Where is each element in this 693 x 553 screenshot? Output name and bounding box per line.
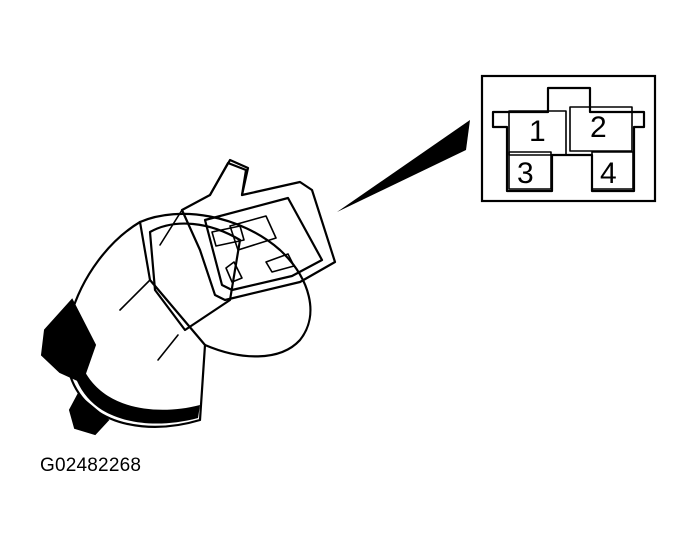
barrel-shadow xyxy=(69,330,200,424)
connector-cavity xyxy=(203,196,324,292)
connector-housing xyxy=(180,158,337,302)
barrel-ring xyxy=(138,212,312,358)
terminal-blade-1 xyxy=(211,225,245,247)
pin-cell-4 xyxy=(591,151,634,190)
figure-id-label: G02482268 xyxy=(40,455,142,476)
connector-face xyxy=(491,86,646,193)
pin-label-4: 4 xyxy=(600,157,617,190)
barrel-rib xyxy=(157,334,179,361)
pin-label-2: 2 xyxy=(590,111,607,144)
inset-frame xyxy=(480,74,657,203)
housing-key xyxy=(208,161,248,197)
switch-body xyxy=(40,158,337,436)
barrel-outline xyxy=(64,220,207,428)
pointer-wedge xyxy=(337,120,470,212)
collar xyxy=(148,222,242,332)
housing-edge xyxy=(159,209,183,246)
pin-label-3: 3 xyxy=(517,157,534,190)
pin-cell-1 xyxy=(508,110,567,156)
pin-label-1: 1 xyxy=(529,115,546,148)
rear-flange xyxy=(40,298,97,384)
cavity-divider xyxy=(229,215,277,251)
pin-cell-2 xyxy=(569,106,633,152)
connector-inset: 1 2 3 4 xyxy=(480,74,657,203)
collar-seam xyxy=(119,279,151,311)
terminal-blade-2 xyxy=(225,261,243,283)
terminal-blade-3 xyxy=(265,253,295,273)
pin-cell-3 xyxy=(508,151,552,190)
